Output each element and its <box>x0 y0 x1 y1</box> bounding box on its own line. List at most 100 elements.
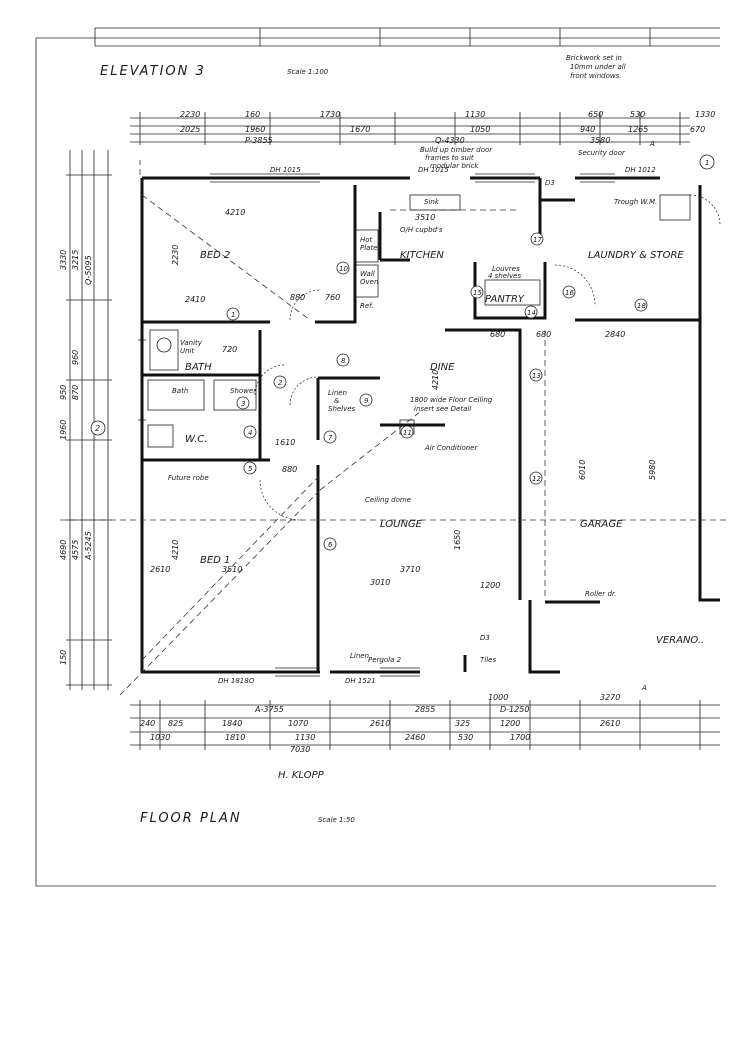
dim-bottom-r2-4: 1070 <box>288 719 308 728</box>
note-future-robe: Future robe <box>168 474 209 482</box>
dim-top-r3-2: Q-4330 <box>435 136 465 145</box>
dim-bottom-r2-6: 325 <box>455 719 470 728</box>
callout-9: 9 <box>364 397 369 405</box>
note-louvres: Louvres <box>492 265 520 273</box>
callout-17: 17 <box>533 236 542 244</box>
dim-int-19: 6010 <box>578 460 587 480</box>
dim-top-2: 160 <box>245 110 260 119</box>
grid-marker-1: 1 <box>705 159 709 167</box>
dim-left-4: 950 <box>59 385 68 400</box>
note-4-shelves: 4 shelves <box>488 272 521 280</box>
note-ref: Ref. <box>360 302 374 310</box>
room-pantry: PANTRY <box>485 294 525 305</box>
callout-2: 2 <box>278 379 283 387</box>
dim-bottom-total: 7030 <box>290 745 310 754</box>
note-security-door: Security door <box>578 149 626 157</box>
note-build-up-3: modular brick <box>430 162 479 170</box>
bottom-dimensions: A-3755 2855 D-1250 1000 3270 240 825 184… <box>130 693 720 754</box>
callout-15: 15 <box>473 289 482 297</box>
shower <box>213 379 257 411</box>
room-dine: DINE <box>430 362 455 373</box>
dim-int-16: 680 <box>490 330 505 339</box>
interior-dimensions: 4210 2230 2410 3510 880 760 720 1610 880… <box>150 208 657 590</box>
dim-int-14: 3710 <box>400 565 420 574</box>
dim-left-3: Q-5095 <box>84 255 93 285</box>
note-hot-plates-1: Hot <box>360 236 373 244</box>
opening-dh1015: DH 1015 <box>418 166 449 174</box>
dim-int-3: 2410 <box>185 295 205 304</box>
dim-bottom-r3-2: 1810 <box>225 733 245 742</box>
callout-6: 6 <box>328 541 333 549</box>
room-labels: BED 2 KITCHEN LAUNDRY & STORE PANTRY BAT… <box>185 250 704 646</box>
dim-left-7: 1960 <box>59 420 68 440</box>
note-wall-oven-2: Oven <box>360 278 378 286</box>
dim-top-r2-1: 2025 <box>180 125 200 134</box>
dim-top-3: 1730 <box>320 110 340 119</box>
dim-bottom-r2-5: 2610 <box>370 719 390 728</box>
note-hatch-1: 1800 wide Floor Ceiling <box>410 396 493 404</box>
callout-14: 14 <box>527 309 536 317</box>
note-vanity-1: Vanity <box>180 339 203 347</box>
left-dimensions: 3330 3215 Q-5095 950 960 870 1960 A-5245… <box>59 150 112 690</box>
dim-int-4: 3510 <box>415 213 435 222</box>
dim-left-11: 150 <box>59 650 68 665</box>
dim-top-r2-6: 1265 <box>628 125 648 134</box>
callout-11: 11 <box>403 429 412 437</box>
callout-12: 12 <box>532 475 541 483</box>
room-lounge: LOUNGE <box>380 519 423 530</box>
section-marker-top: A <box>649 140 655 148</box>
top-dimensions: 2230 160 1730 1130 650 530 1330 2025 196… <box>130 110 715 148</box>
callout-8: 8 <box>341 357 346 365</box>
note-pergola: Pergola 2 <box>368 656 402 664</box>
note-sink: Sink <box>424 198 440 206</box>
dim-int-6: 760 <box>325 293 340 302</box>
dim-bottom-r3-1: 1030 <box>150 733 170 742</box>
dim-bottom-r2-1: 240 <box>140 719 155 728</box>
drafter-signature: H. KLOPP <box>278 770 325 781</box>
note-vanity-2: Unit <box>180 347 195 355</box>
room-bed2: BED 2 <box>200 250 230 261</box>
callout-18: 18 <box>637 302 646 310</box>
note-trough: Trough W.M. <box>614 198 657 206</box>
opening-dh1818: DH 1818O <box>218 677 255 685</box>
grid-marker-2-label: 2 <box>95 424 100 433</box>
wall-oven <box>355 264 379 298</box>
room-laundry: LAUNDRY & STORE <box>588 250 684 261</box>
dim-bottom-5: 3270 <box>600 693 620 702</box>
dim-top-r3-1: P-3855 <box>245 136 273 145</box>
dim-top-6: 530 <box>630 110 645 119</box>
dim-int-1: 4210 <box>225 208 245 217</box>
dim-int-5: 880 <box>290 293 305 302</box>
note-bath: Bath <box>172 387 188 395</box>
note-shower: Shower <box>230 387 257 395</box>
dim-int-17: 680 <box>536 330 551 339</box>
room-garage: GARAGE <box>580 519 623 530</box>
grid-marker-2 <box>90 420 106 436</box>
dim-bottom-r2-7: 1200 <box>500 719 520 728</box>
dim-int-2: 2230 <box>171 245 180 265</box>
note-aircon: Air Conditioner <box>424 444 479 452</box>
dim-int-22: 4210 <box>431 370 440 390</box>
dim-bottom-1: A-3755 <box>254 705 284 714</box>
callout-4: 4 <box>248 429 252 437</box>
floor-plan-scale: Scale 1:50 <box>318 816 355 824</box>
bathtub <box>147 379 205 411</box>
dim-int-12: 3510 <box>222 565 242 574</box>
dim-int-10: 880 <box>282 465 297 474</box>
dim-bottom-r2-2: 825 <box>168 719 183 728</box>
section-marker-bottom: A <box>641 684 647 692</box>
callout-1: 1 <box>231 311 235 319</box>
dim-top-r2-2: 1960 <box>245 125 265 134</box>
dim-left-8: A-5245 <box>84 531 93 561</box>
dim-top-r2-7: 670 <box>690 125 705 134</box>
sheet-border <box>35 38 716 887</box>
annotations: Build up timber door frames to suit modu… <box>168 146 657 664</box>
dim-top-r2-3: 1670 <box>350 125 370 134</box>
opening-dh1521: DH 1521 <box>345 677 376 685</box>
dim-bottom-r2-3: 1840 <box>222 719 242 728</box>
callout-5: 5 <box>248 465 253 473</box>
dim-left-6: 870 <box>71 385 80 400</box>
wc-pan <box>147 424 174 448</box>
dim-int-9: 1610 <box>275 438 295 447</box>
